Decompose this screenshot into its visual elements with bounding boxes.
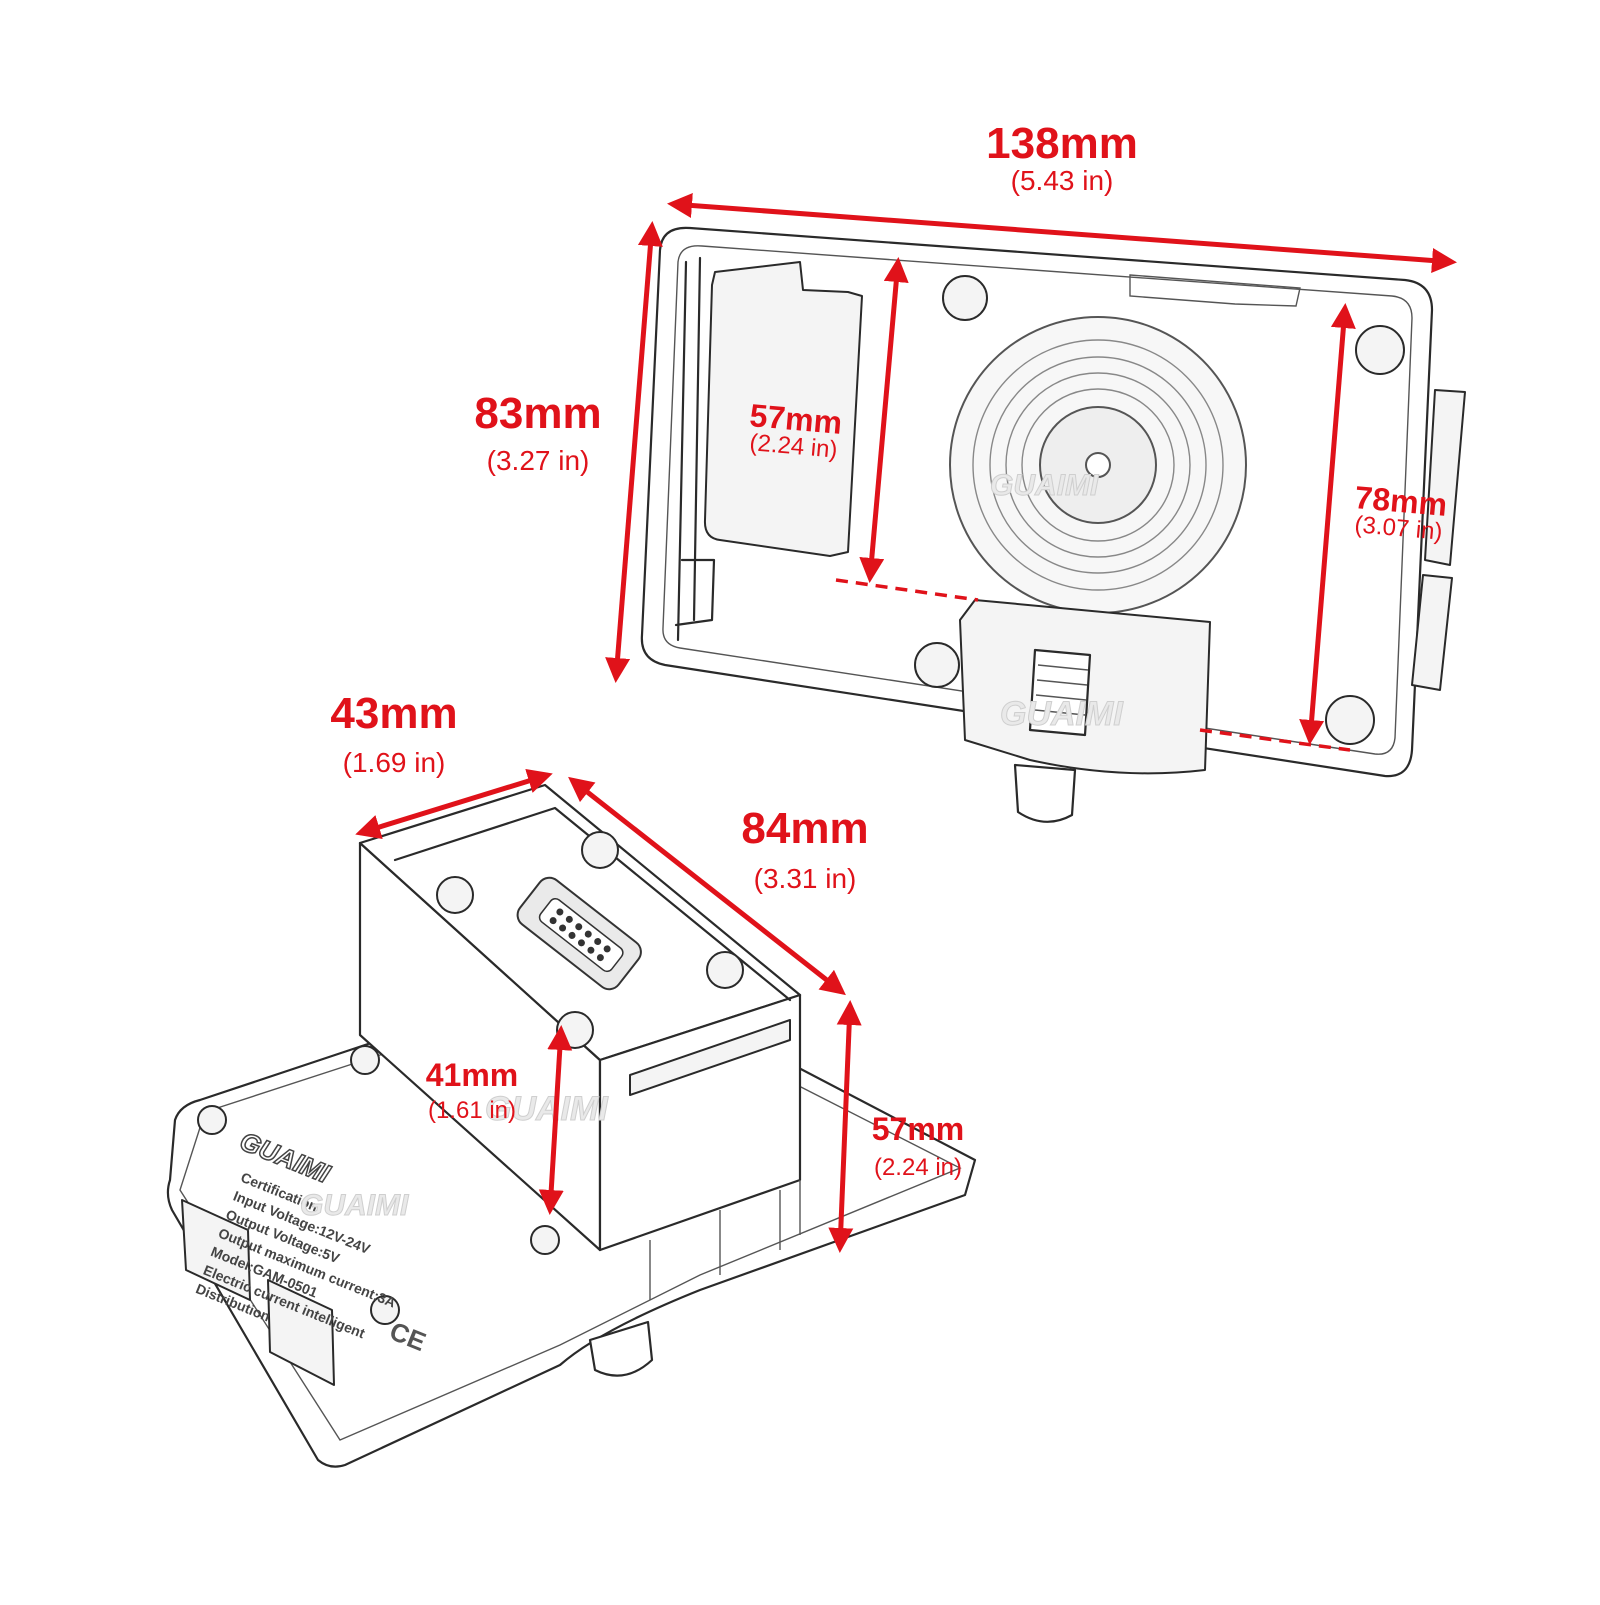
dim-top-right-main: 78mm xyxy=(1353,479,1448,523)
dimension-lines xyxy=(355,193,1457,1253)
phone-slot-cutout xyxy=(703,261,863,557)
dim-top-height-main: 83mm xyxy=(474,389,601,438)
block-screw-4 xyxy=(706,951,744,989)
screw-3 xyxy=(530,1225,560,1255)
dim-top-inner-group: 57mm (2.24 in) xyxy=(748,397,843,464)
watermark-4: GUAIMI xyxy=(300,1189,409,1222)
left-rail xyxy=(674,256,716,642)
mounting-hole-4 xyxy=(1325,695,1375,745)
wireless-charging-coil xyxy=(949,316,1247,614)
dash-top-right xyxy=(1199,728,1351,752)
right-clip-upper xyxy=(1424,389,1466,566)
arrow-top-inner xyxy=(859,257,909,583)
block-screw-2 xyxy=(581,831,619,869)
dim-bottom-inner-sub: (1.61 in) xyxy=(428,1097,516,1124)
right-clip-lower xyxy=(1411,574,1453,691)
dim-top-right-group: 78mm (3.07 in) xyxy=(1353,479,1448,546)
arrow-bottom-length xyxy=(568,776,846,996)
dim-top-inner-main: 57mm xyxy=(748,397,843,441)
arrow-bottom-height xyxy=(828,1000,862,1253)
mounting-hole-3 xyxy=(914,642,960,688)
arrow-top-height xyxy=(605,221,663,683)
arrow-top-right xyxy=(1299,303,1356,745)
mounting-hole-1 xyxy=(942,275,988,321)
dim-bottom-height-sub: (2.24 in) xyxy=(874,1154,962,1181)
dim-bottom-width-sub: (1.69 in) xyxy=(343,747,446,778)
block-screw-1 xyxy=(436,876,474,914)
mounting-hole-2 xyxy=(1355,325,1405,375)
dim-bottom-length-sub: (3.31 in) xyxy=(754,863,857,894)
screw-1 xyxy=(197,1105,227,1135)
latch-tab xyxy=(1013,763,1077,823)
watermark-1: GUAIMI xyxy=(990,469,1099,502)
base-tab xyxy=(588,1320,654,1377)
top-edge-slot xyxy=(1129,274,1301,307)
arrow-bottom-width xyxy=(355,768,553,840)
usb-port-2 xyxy=(267,1279,335,1386)
dim-bottom-width-main: 43mm xyxy=(330,689,457,738)
mounting-plate-drawing xyxy=(640,226,1466,823)
dimension-labels: 138mm (5.43 in) 83mm (3.27 in) 57mm (2.2… xyxy=(330,119,1448,1181)
watermark-2: GUAIMI xyxy=(1000,695,1124,733)
arrow-top-width xyxy=(667,193,1457,273)
block-front-slot xyxy=(629,1019,791,1096)
dim-bottom-height-main: 57mm xyxy=(872,1111,965,1147)
arrow-bottom-inner xyxy=(538,1025,573,1215)
dim-top-width-sub: (5.43 in) xyxy=(1011,165,1114,196)
dim-top-height-sub: (3.27 in) xyxy=(487,445,590,476)
screw-2 xyxy=(350,1045,380,1075)
dim-bottom-length-main: 84mm xyxy=(741,804,868,853)
screw-4 xyxy=(370,1295,400,1325)
dim-bottom-inner-main: 41mm xyxy=(426,1057,519,1093)
dash-top-inner xyxy=(835,578,979,602)
latch-ridges xyxy=(1034,664,1089,716)
base-right-rails xyxy=(649,1180,801,1300)
dim-top-width-main: 138mm xyxy=(986,119,1138,168)
usb-port-1 xyxy=(181,1199,251,1301)
